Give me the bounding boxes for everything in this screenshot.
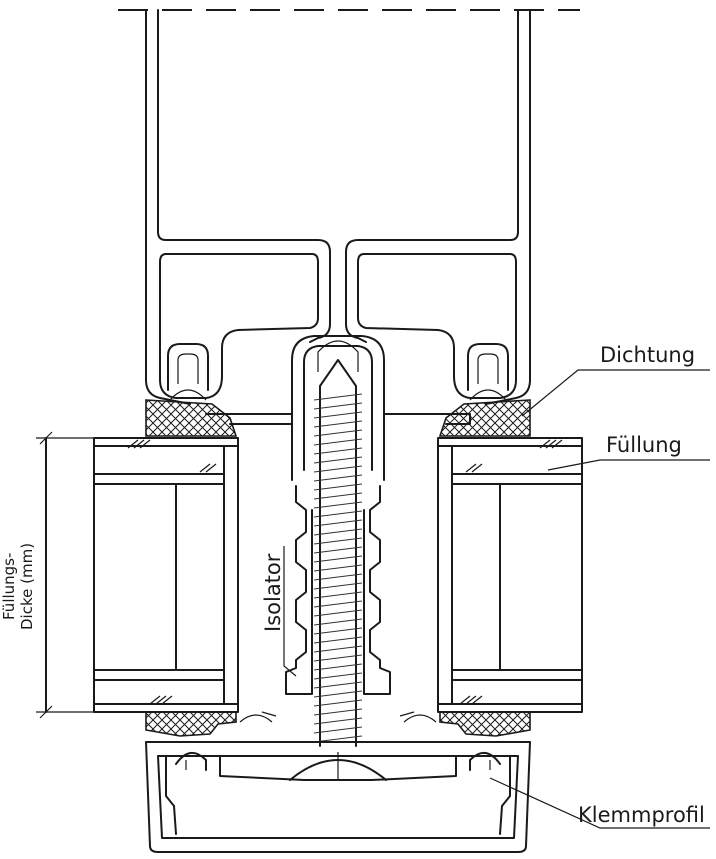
clamping-profile bbox=[145, 741, 531, 853]
screw-thread bbox=[313, 654, 363, 662]
screw-thread bbox=[313, 501, 363, 509]
label-klemmprofil: Klemmprofil bbox=[578, 803, 705, 827]
isolator bbox=[285, 485, 391, 695]
dimension-thickness: Füllungs- Dicke (mm) bbox=[0, 431, 94, 719]
upper-gaskets bbox=[145, 389, 531, 437]
screw-thread bbox=[313, 717, 363, 725]
screw-thread bbox=[313, 555, 363, 563]
label-dichtung: Dichtung bbox=[600, 343, 695, 367]
screw bbox=[313, 359, 363, 747]
screw-thread bbox=[313, 528, 363, 536]
screw-thread bbox=[313, 483, 363, 491]
screw-thread bbox=[313, 645, 363, 653]
screw-thread bbox=[313, 663, 363, 671]
dimension-label-line2: Dicke (mm) bbox=[18, 543, 36, 630]
screw-thread bbox=[313, 510, 363, 518]
screw-thread bbox=[313, 564, 363, 572]
screw-thread bbox=[313, 636, 363, 644]
dimension-label-line1: Füllungs- bbox=[0, 553, 18, 620]
mullion-profile bbox=[145, 9, 531, 481]
lower-gaskets bbox=[145, 711, 531, 737]
screw-thread bbox=[313, 438, 363, 446]
screw-thread bbox=[313, 546, 363, 554]
screw-thread bbox=[313, 519, 363, 527]
label-isolator: Isolator bbox=[261, 553, 285, 632]
glazing-fins bbox=[205, 413, 471, 425]
screw-thread bbox=[313, 411, 363, 419]
infill-panel-left bbox=[93, 437, 239, 713]
screw-thread bbox=[313, 402, 363, 410]
screw-thread bbox=[313, 537, 363, 545]
screw-thread bbox=[313, 627, 363, 635]
screw-thread bbox=[313, 609, 363, 617]
screw-thread bbox=[313, 726, 363, 734]
screw-thread bbox=[313, 393, 363, 401]
screw-thread bbox=[313, 429, 363, 437]
screw-thread bbox=[313, 618, 363, 626]
screw-thread bbox=[313, 456, 363, 464]
screw-thread bbox=[313, 672, 363, 680]
screw-thread bbox=[313, 582, 363, 590]
leader-lines bbox=[283, 369, 710, 829]
screw-thread bbox=[313, 573, 363, 581]
screw-thread bbox=[313, 474, 363, 482]
screw-thread bbox=[313, 492, 363, 500]
label-fuellung: Füllung bbox=[606, 433, 682, 457]
screw-thread bbox=[313, 600, 363, 608]
screw-thread bbox=[313, 690, 363, 698]
screw-thread bbox=[313, 591, 363, 599]
screw-thread bbox=[313, 699, 363, 707]
screw-thread bbox=[313, 708, 363, 716]
screw-thread bbox=[313, 465, 363, 473]
screw-thread bbox=[313, 447, 363, 455]
screw-thread bbox=[313, 420, 363, 428]
infill-panel-right bbox=[437, 437, 583, 713]
screw-thread bbox=[313, 681, 363, 689]
